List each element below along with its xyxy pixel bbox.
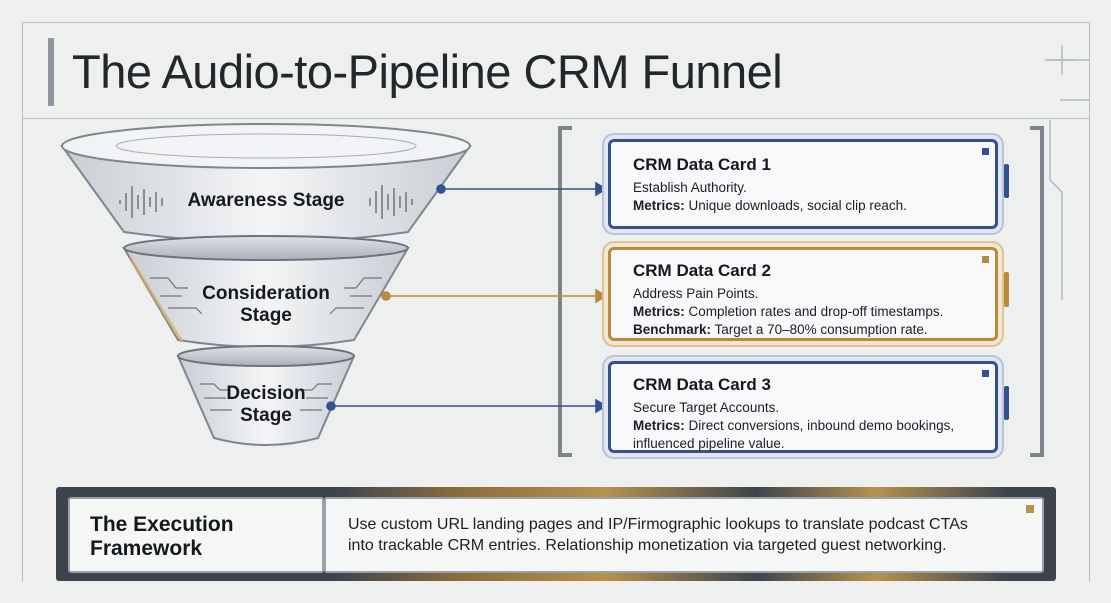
execution-text-line2: into trackable CRM entries. Relationship… [348,536,947,554]
frame-line-mid [22,118,1090,119]
arrowhead-awareness [595,181,608,197]
stage-label-decision: Decision Stage [196,383,336,427]
card-side-tab [1004,164,1009,198]
execution-framework-text: Use custom URL landing pages and IP/Firm… [324,497,1044,573]
card-corner-mark [982,148,989,155]
crm-data-card-2: CRM Data Card 2 Address Pain Points. Met… [608,247,1009,341]
card-title: CRM Data Card 1 [633,155,771,174]
card-side-tab [1004,386,1009,421]
metrics-value: Unique downloads, social clip reach. [688,198,907,214]
stage-label-line1: Decision [226,383,306,404]
connector-decision [326,398,608,414]
card-benchmark: Benchmark: Target a 70–80% consumption r… [633,321,981,339]
sound-wave-right [369,185,413,219]
frame-line-top [22,22,1090,23]
bracket-left [558,126,572,457]
card-metrics: Metrics: Completion rates and drop-off t… [633,303,981,321]
metrics-label: Metrics: [633,418,685,434]
arrowhead-decision [595,398,608,414]
benchmark-label: Benchmark: [633,322,712,338]
frame-line-right [1089,22,1090,582]
circuit-lines-decision [200,383,332,411]
metrics-value: Completion rates and drop-off timestamps… [688,304,944,320]
card-title: CRM Data Card 2 [633,261,771,280]
metrics-label: Metrics: [633,198,685,214]
connector-consideration [381,288,608,304]
stage-label-line2: Stage [240,404,292,426]
arrowhead-consideration [595,288,608,304]
execution-title-line1: The Execution [90,513,234,536]
card-text: Establish Authority. [633,180,747,196]
stage-label-line1: Consideration [202,283,330,304]
funnel-stage-awareness [60,123,472,243]
card-metrics: Metrics: Direct conversions, inbound dem… [633,417,981,453]
card-metrics: Metrics: Unique downloads, social clip r… [633,197,981,215]
crm-data-card-3: CRM Data Card 3 Secure Target Accounts. … [608,361,1009,453]
crm-data-card-1: CRM Data Card 1 Establish Authority. Met… [608,139,1009,229]
card-bracket [558,126,1044,457]
benchmark-value: Target a 70–80% consumption rate. [714,322,928,338]
execution-title-line2: Framework [90,536,203,560]
metrics-label: Metrics: [633,304,685,320]
sound-wave-left [119,186,163,218]
title-accent-bar [48,38,54,106]
execution-corner-mark [1026,505,1034,513]
card-text: Secure Target Accounts. [633,400,780,416]
frame-line-left [22,22,23,582]
funnel-stage-decision [176,345,356,446]
card-title: CRM Data Card 3 [633,375,771,394]
stage-label-line1: Awareness Stage [187,190,345,211]
circuit-lines-consideration [150,277,382,315]
bracket-right [1030,126,1044,457]
card-side-tab [1004,272,1009,308]
page-title: The Audio-to-Pipeline CRM Funnel [72,45,783,98]
execution-framework-title: The Execution Framework [68,497,324,573]
card-corner-mark [982,256,989,263]
card-text: Address Pain Points. [633,286,759,302]
circuit-decoration-right [1045,45,1090,300]
stage-label-awareness: Awareness Stage [166,190,366,212]
execution-text-line1: Use custom URL landing pages and IP/Firm… [348,516,968,533]
stage-label-consideration: Consideration Stage [166,283,366,327]
metrics-value: Direct conversions, inbound demo booking… [633,418,955,452]
connector-awareness [436,181,608,197]
stage-label-line2: Stage [240,304,292,326]
card-corner-mark [982,370,989,377]
